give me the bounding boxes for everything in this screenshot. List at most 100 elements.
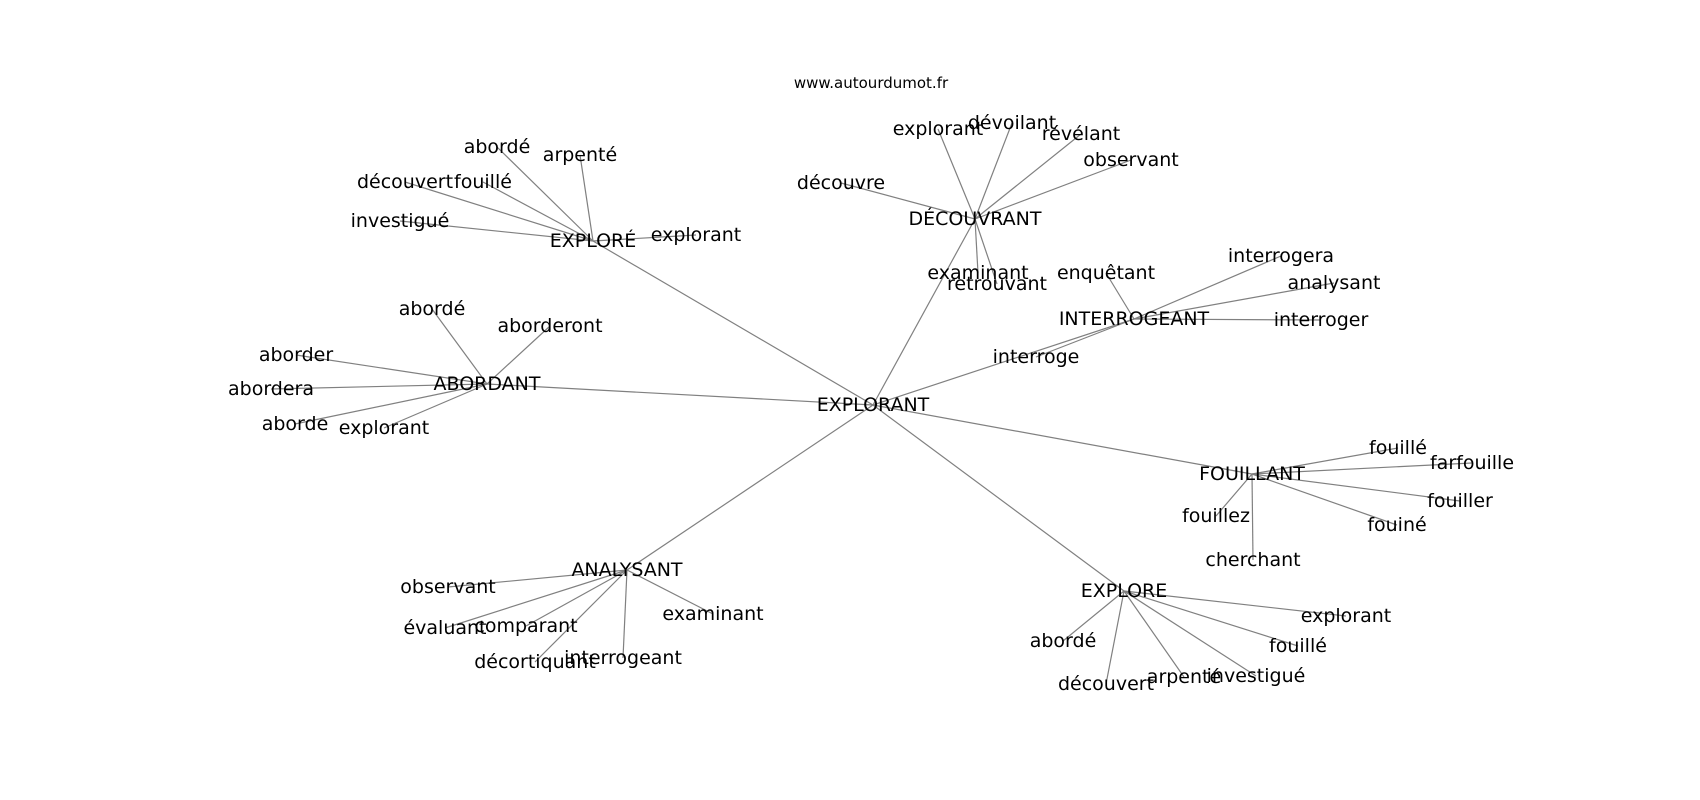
word-node[interactable]: évaluant xyxy=(403,617,486,639)
word-node[interactable]: cherchant xyxy=(1205,549,1300,571)
edge-hub-word xyxy=(447,569,628,588)
edge-hub-word xyxy=(1062,590,1125,642)
word-node[interactable]: comparant xyxy=(474,615,577,637)
edge-hub-word xyxy=(294,383,488,425)
edge-hub-word xyxy=(1105,590,1125,685)
word-node[interactable]: fouillez xyxy=(1182,505,1250,527)
edge-hub-word xyxy=(1123,590,1257,677)
edge-center-hub xyxy=(626,404,874,571)
edge-hub-word xyxy=(431,308,488,385)
word-node[interactable]: abordé xyxy=(399,298,466,320)
edge-hub-word xyxy=(937,128,976,220)
word-node[interactable]: découvert xyxy=(1058,673,1154,695)
edge-hub-word xyxy=(974,218,979,274)
word-node[interactable]: interroge xyxy=(993,346,1080,368)
edge-hub-word xyxy=(1105,272,1135,320)
word-node[interactable]: abordé xyxy=(1030,630,1097,652)
edge-hub-word xyxy=(444,569,628,629)
word-node[interactable]: aborderont xyxy=(497,315,602,337)
hub-node[interactable]: INTERROGEANT xyxy=(1059,308,1210,330)
hub-node[interactable]: EXPLORÉ xyxy=(550,229,637,252)
word-node[interactable]: retrouvant xyxy=(947,273,1047,295)
edge-hub-word xyxy=(1123,590,1185,678)
edge-center-hub xyxy=(872,218,976,406)
word-node[interactable]: interrogera xyxy=(1228,245,1334,267)
edge-hub-word xyxy=(974,122,1013,220)
word-node[interactable]: aborder xyxy=(259,344,334,366)
edge-hub-word xyxy=(1251,473,1254,561)
word-node[interactable]: explorant xyxy=(1301,605,1392,627)
edge-center-hub xyxy=(486,383,874,406)
edge-hub-word xyxy=(1133,255,1282,320)
word-node[interactable]: fouillé xyxy=(1369,437,1427,459)
edge-hub-word xyxy=(1123,590,1299,647)
edge-hub-word xyxy=(496,146,594,242)
word-node[interactable]: farfouille xyxy=(1430,452,1514,474)
edge-hub-word xyxy=(534,569,628,663)
word-node[interactable]: fouiller xyxy=(1427,490,1493,512)
edge-hub-word xyxy=(840,182,976,220)
edge-hub-word xyxy=(1215,473,1253,517)
word-node[interactable]: examinant xyxy=(662,603,763,625)
word-node[interactable]: décortiquant xyxy=(474,651,596,673)
edge-center-hub xyxy=(872,318,1135,406)
edge-hub-word xyxy=(482,181,594,242)
word-node[interactable]: fouillé xyxy=(454,171,512,193)
word-node[interactable]: arpenté xyxy=(543,144,617,166)
edge-hub-word xyxy=(525,569,628,627)
hub-node[interactable]: ABORDANT xyxy=(434,373,541,395)
edge-hub-word xyxy=(1251,447,1399,475)
edge-hub-word xyxy=(404,181,594,242)
edge-hub-word xyxy=(974,133,1082,220)
edge-hub-word xyxy=(486,325,551,385)
word-node[interactable]: enquêtant xyxy=(1057,262,1155,284)
word-node[interactable]: aborde xyxy=(262,413,329,435)
word-node[interactable]: dévoilant xyxy=(968,112,1056,134)
edge-hub-word xyxy=(974,159,1132,220)
word-node[interactable]: abordé xyxy=(464,136,531,158)
word-node[interactable]: explorant xyxy=(339,417,430,439)
graph-labels: www.autourdumot.fr EXPLORANT abordé arpen… xyxy=(228,74,1514,695)
edge-hub-word xyxy=(974,218,998,285)
site-url[interactable]: www.autourdumot.fr xyxy=(794,74,949,92)
word-node[interactable]: révélant xyxy=(1042,123,1120,145)
edge-center-hub xyxy=(872,404,1125,592)
word-node[interactable]: abordera xyxy=(228,378,314,400)
edge-center-hub xyxy=(872,404,1253,475)
word-node[interactable]: découvert xyxy=(357,171,453,193)
edge-hub-word xyxy=(399,220,594,242)
edge-hub-word xyxy=(1251,473,1398,526)
edge-hub-word xyxy=(1133,282,1335,320)
hub-node[interactable]: FOUILLANT xyxy=(1199,463,1305,485)
word-node[interactable]: arpenté xyxy=(1147,666,1221,688)
edge-hub-word xyxy=(626,569,714,615)
edge-hub-word xyxy=(270,383,488,390)
edge-hub-word xyxy=(1133,318,1322,321)
edge-hub-word xyxy=(295,354,488,385)
word-node[interactable]: analysant xyxy=(1288,272,1381,294)
word-node[interactable]: fouillé xyxy=(1269,635,1327,657)
hub-node[interactable]: EXPLORE xyxy=(1081,580,1168,602)
word-node[interactable]: investigué xyxy=(351,210,450,232)
edge-hub-word xyxy=(592,234,697,242)
edge-hub-word xyxy=(622,569,628,659)
edge-hub-word xyxy=(1123,590,1347,617)
edge-hub-word xyxy=(1251,473,1461,502)
word-node[interactable]: observant xyxy=(400,576,495,598)
edge-hub-word xyxy=(1035,318,1135,358)
word-node[interactable]: explorant xyxy=(651,224,742,246)
word-node[interactable]: interrogeant xyxy=(564,647,682,669)
word-node[interactable]: explorant xyxy=(893,118,984,140)
word-node[interactable]: examinant xyxy=(927,262,1028,284)
hub-node[interactable]: DÉCOUVRANT xyxy=(908,207,1041,230)
word-node[interactable]: investigué xyxy=(1207,665,1306,687)
word-node[interactable]: interroger xyxy=(1274,309,1369,331)
center-node[interactable]: EXPLORANT xyxy=(817,394,930,416)
hub-node[interactable]: ANALYSANT xyxy=(571,559,682,581)
edge-hub-word xyxy=(383,383,488,429)
word-node[interactable]: fouiné xyxy=(1367,514,1426,536)
word-node[interactable]: découvre xyxy=(797,172,885,194)
graph-edges xyxy=(270,122,1473,685)
word-node[interactable]: observant xyxy=(1083,149,1178,171)
